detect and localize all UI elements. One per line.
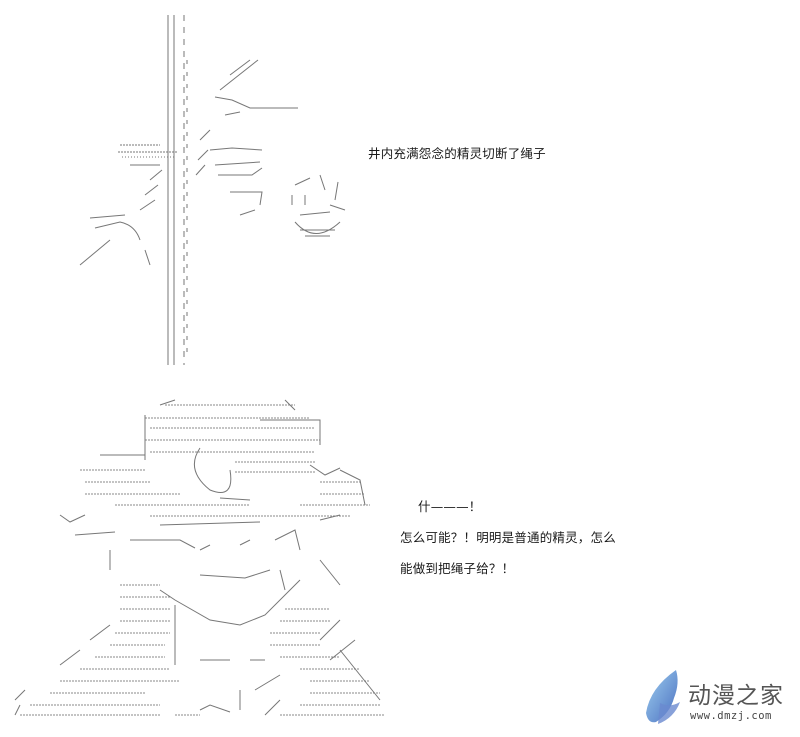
wing-logo-icon bbox=[646, 670, 680, 724]
left-figure-art bbox=[79, 59, 298, 266]
right-small-face-art bbox=[291, 174, 346, 237]
dialogue-line-1: 怎么可能？！明明是普通的精灵，怎么 bbox=[400, 530, 616, 545]
rope-pole-art bbox=[167, 15, 188, 365]
hat-figure-outline bbox=[14, 399, 381, 716]
dialogue-line-2: 能做到把绳子给？！ bbox=[400, 561, 515, 576]
watermark-title: 动漫之家 bbox=[688, 683, 784, 709]
narration-text: 井内充满怨念的精灵切断了绳子 bbox=[368, 146, 546, 161]
watermark-url: www.dmzj.com bbox=[690, 710, 772, 722]
hat-figure-art bbox=[20, 404, 385, 716]
exclamation-text: 什———！ bbox=[418, 499, 482, 514]
